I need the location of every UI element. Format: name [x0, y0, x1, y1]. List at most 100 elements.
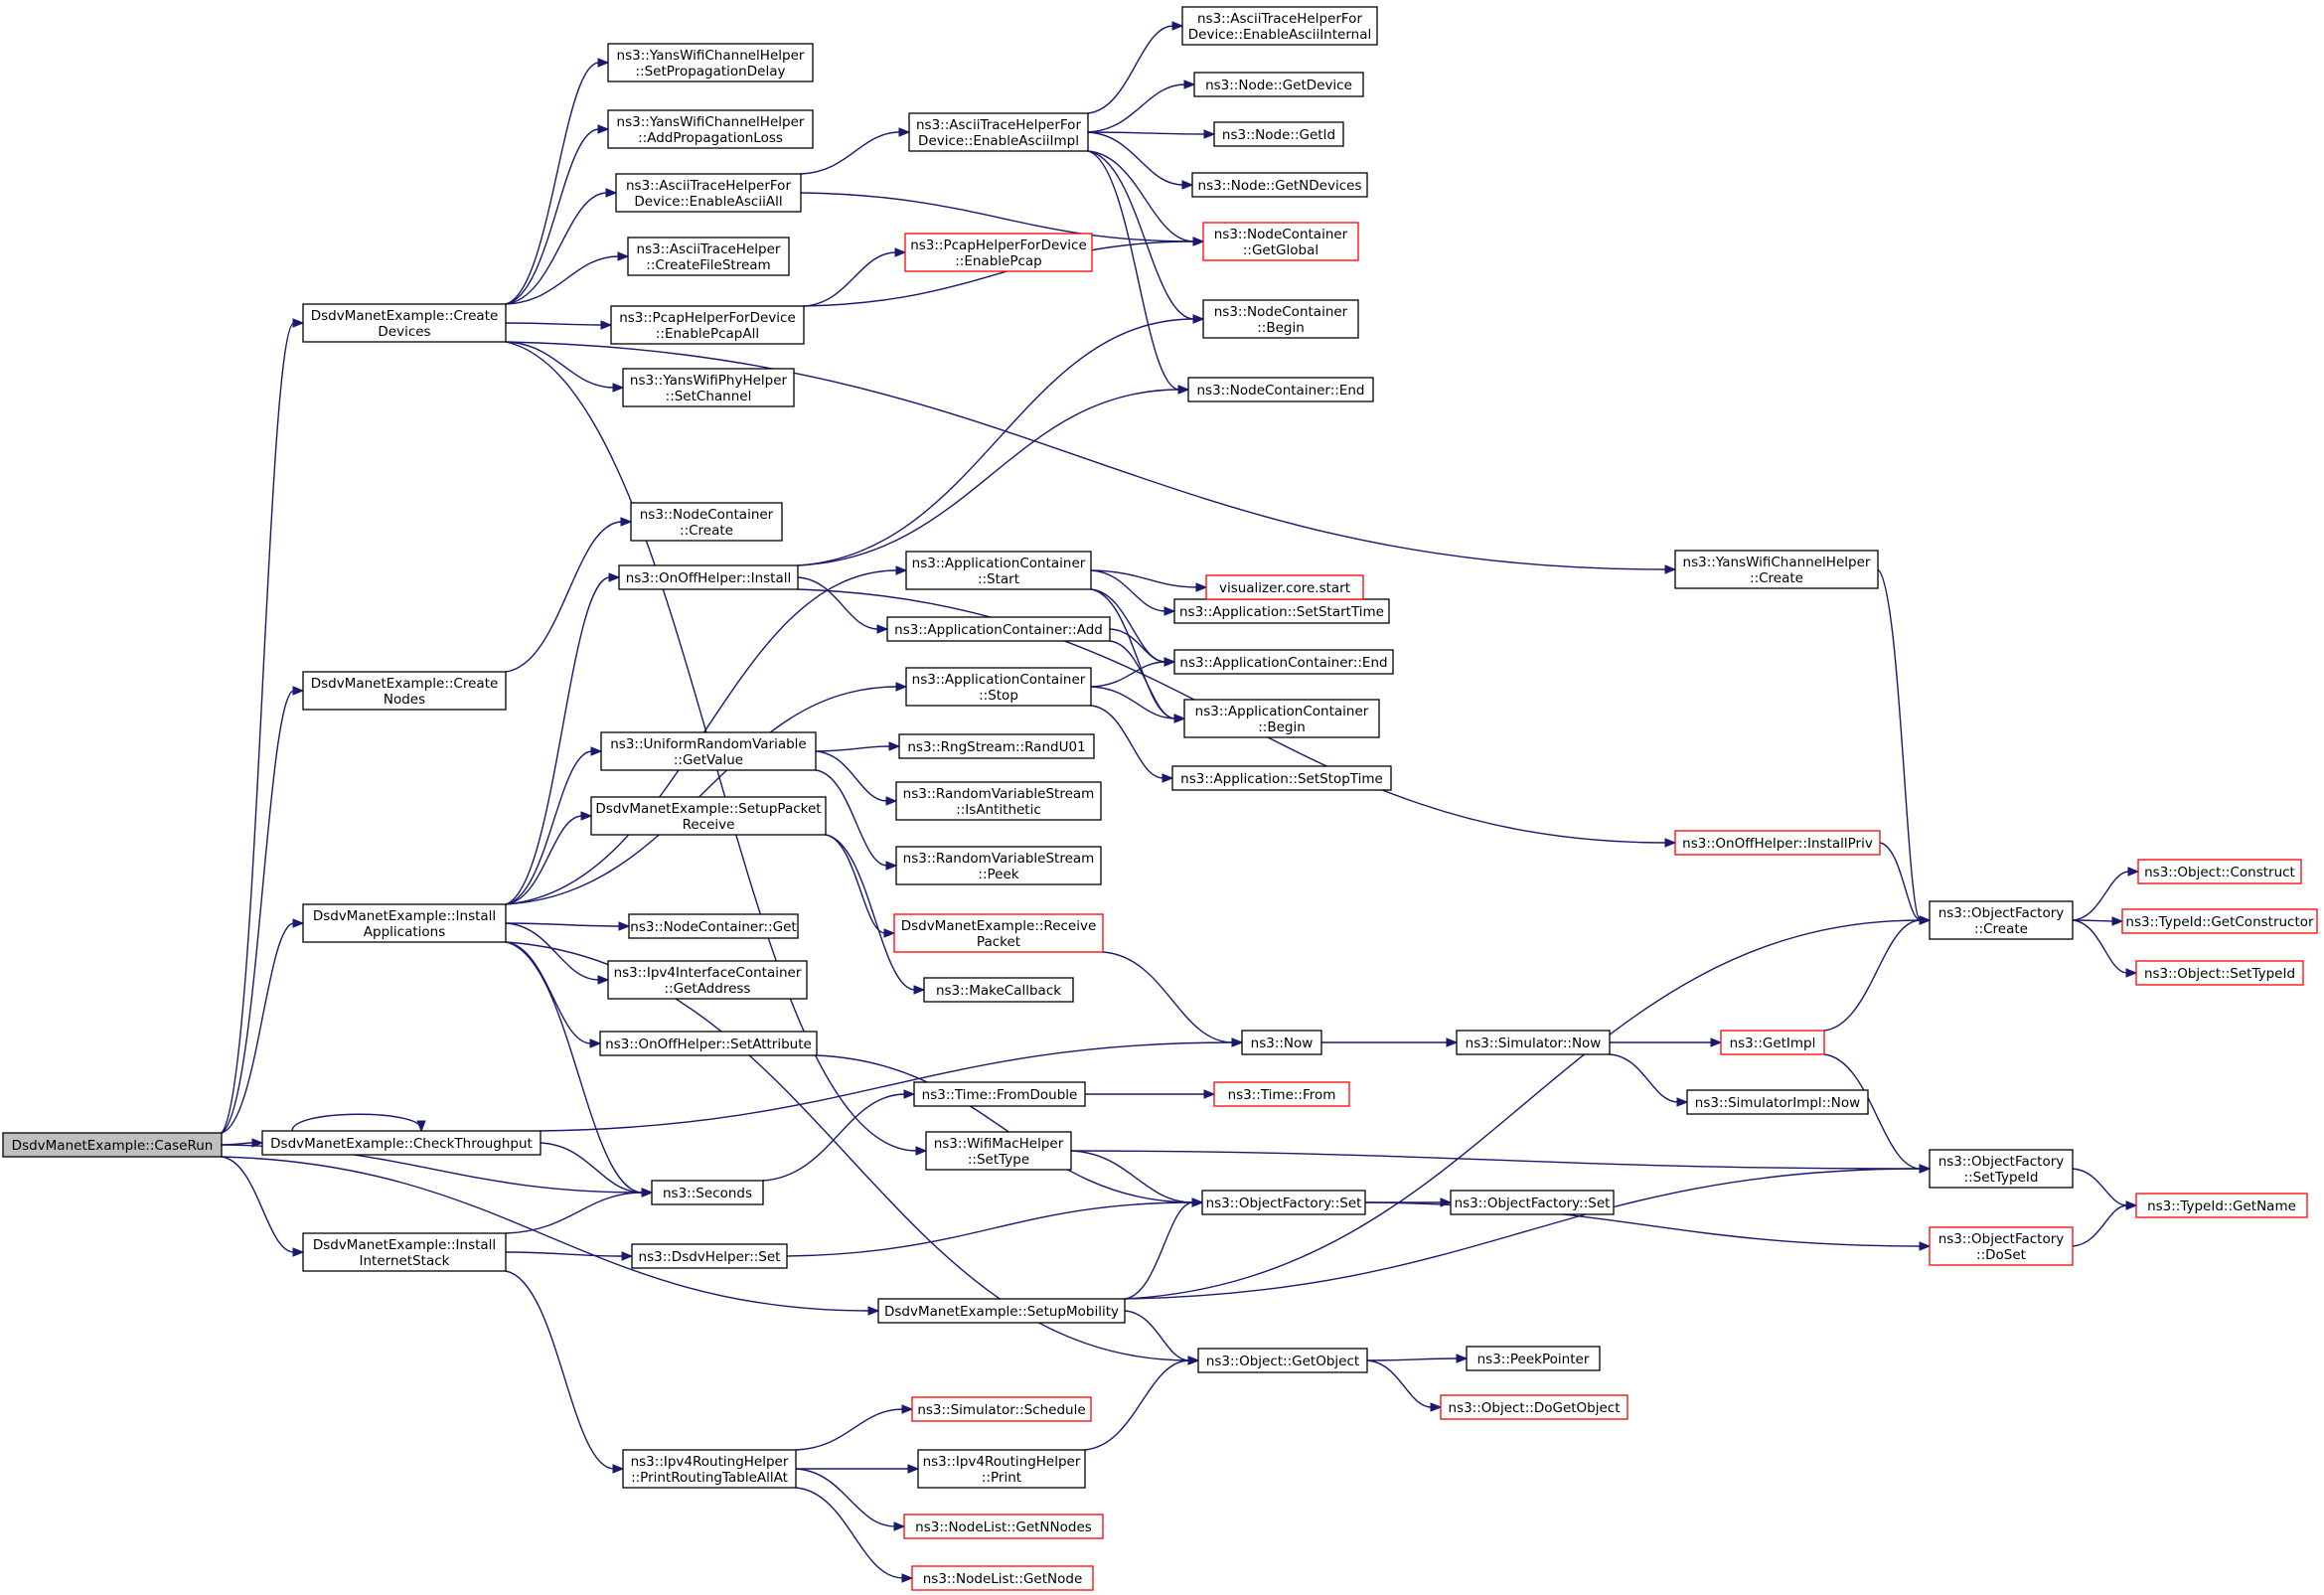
node-getimpl[interactable]: ns3::GetImpl: [1720, 1030, 1825, 1055]
node-dsdvset[interactable]: ns3::DsdvHelper::Set: [631, 1243, 788, 1269]
node-randu01[interactable]: ns3::RngStream::RandU01: [898, 733, 1095, 759]
node-ncget[interactable]: ns3::NodeContainer::Get: [628, 913, 799, 939]
node-timefrom[interactable]: ns3::Time::From: [1213, 1081, 1350, 1107]
node-simschedule[interactable]: ns3::Simulator::Schedule: [911, 1396, 1092, 1422]
node-label: ns3::Seconds: [663, 1186, 752, 1201]
node-ofsettypeid[interactable]: ns3::ObjectFactory::SetTypeId: [1929, 1149, 2074, 1189]
node-acend[interactable]: ns3::ApplicationContainer::End: [1173, 649, 1394, 675]
node-asciiimpl[interactable]: ns3::AsciiTraceHelperForDevice::EnableAs…: [908, 112, 1089, 152]
edge-line: [803, 251, 897, 307]
node-box: [590, 796, 827, 836]
node-ncbegin[interactable]: ns3::NodeContainer::Begin: [1202, 299, 1359, 339]
node-vizstart[interactable]: visualizer.core.start: [1205, 574, 1364, 600]
node-label: ns3::ApplicationContainer::Add: [894, 622, 1103, 638]
node-rvspeek[interactable]: ns3::RandomVariableStream::Peek: [895, 846, 1102, 885]
node-label: Device::EnableAsciiAll: [634, 194, 782, 210]
node-wifimacsettype[interactable]: ns3::WifiMacHelper::SetType: [925, 1131, 1072, 1171]
edge-installpriv-to-ofcreate: [1879, 842, 1932, 925]
node-label: ns3::NodeContainer::End: [1197, 383, 1365, 399]
edge-asciiimpl-to-nodegetndev: [1087, 131, 1194, 190]
edge-line: [505, 750, 593, 905]
node-objconstruct[interactable]: ns3::Object::Construct: [2137, 859, 2302, 884]
node-urvgetvalue[interactable]: ns3::UniformRandomVariable::GetValue: [600, 731, 817, 771]
node-checkthr[interactable]: DsdvManetExample::CheckThroughput: [261, 1130, 542, 1156]
node-createfilestream[interactable]: ns3::AsciiTraceHelper::CreateFileStream: [627, 237, 790, 276]
call-edges: [221, 21, 2140, 1583]
node-caserun[interactable]: DsdvManetExample::CaseRun: [2, 1132, 223, 1158]
node-appsetstart[interactable]: ns3::Application::SetStartTime: [1173, 598, 1390, 624]
node-objsettypeid[interactable]: ns3::Object::SetTypeId: [2135, 960, 2304, 986]
node-box: [1929, 1149, 2074, 1189]
node-printallat[interactable]: ns3::Ipv4RoutingHelper::PrintRoutingTabl…: [622, 1449, 797, 1489]
node-ipv4getaddr[interactable]: ns3::Ipv4InterfaceContainer::GetAddress: [607, 960, 808, 1000]
node-label: ::Create: [1750, 570, 1803, 586]
edge-arrowhead: [292, 318, 305, 328]
node-asciienableall[interactable]: ns3::AsciiTraceHelperForDevice::EnableAs…: [615, 173, 802, 213]
node-ncend[interactable]: ns3::NodeContainer::End: [1187, 377, 1374, 402]
node-getnode[interactable]: ns3::NodeList::GetNode: [911, 1565, 1094, 1591]
node-simnow[interactable]: ns3::Simulator::Now: [1456, 1030, 1611, 1055]
node-label: ns3::WifiMacHelper: [934, 1136, 1064, 1152]
edge-seconds-to-fromdouble: [762, 1089, 916, 1182]
node-setchannel[interactable]: ns3::YansWifiPhyHelper::SetChannel: [622, 368, 795, 407]
node-pcapenable[interactable]: ns3::PcapHelperForDevice::EnablePcap: [904, 233, 1093, 272]
node-seconds[interactable]: ns3::Seconds: [651, 1180, 764, 1205]
node-rvsanti[interactable]: ns3::RandomVariableStream::IsAntithetic: [895, 781, 1102, 821]
node-objdogetobject[interactable]: ns3::Object::DoGetObject: [1440, 1394, 1628, 1420]
node-onoffinstall[interactable]: ns3::OnOffHelper::Install: [618, 564, 799, 590]
node-appsetstop[interactable]: ns3::Application::SetStopTime: [1171, 765, 1392, 791]
edge-arrowhead: [416, 1120, 426, 1133]
node-onoffsetattr[interactable]: ns3::OnOffHelper::SetAttribute: [599, 1031, 818, 1056]
node-ncgetglobal[interactable]: ns3::NodeContainer::GetGlobal: [1202, 222, 1359, 261]
node-box: [610, 305, 805, 345]
node-nodegetdevice[interactable]: ns3::Node::GetDevice: [1193, 72, 1364, 97]
node-nccreate[interactable]: ns3::NodeContainer::Create: [630, 502, 783, 542]
edge-line: [815, 750, 888, 802]
node-asciiinternal[interactable]: ns3::AsciiTraceHelperForDevice::EnableAs…: [1181, 6, 1378, 46]
node-objgetobject[interactable]: ns3::Object::GetObject: [1197, 1348, 1368, 1373]
node-getnnodes[interactable]: ns3::NodeList::GetNNodes: [903, 1514, 1104, 1539]
node-setpropdelay[interactable]: ns3::YansWifiChannelHelper::SetPropagati…: [607, 43, 814, 82]
node-ipv4print[interactable]: ns3::Ipv4RoutingHelper::Print: [917, 1449, 1086, 1489]
edge-line: [505, 192, 608, 305]
edge-arrowhead: [1664, 838, 1677, 848]
node-peekpointer[interactable]: ns3::PeekPointer: [1466, 1346, 1601, 1371]
edge-arrowhead: [1163, 657, 1176, 667]
node-ofcreate[interactable]: ns3::ObjectFactory::Create: [1929, 900, 2074, 940]
edge-line: [221, 1156, 295, 1253]
node-ofset[interactable]: ns3::ObjectFactory::Set: [1201, 1190, 1366, 1215]
node-nodegetndev[interactable]: ns3::Node::GetNDevices: [1191, 172, 1368, 198]
node-ofdoset[interactable]: ns3::ObjectFactory::DoSet: [1929, 1226, 2074, 1266]
node-installpriv[interactable]: ns3::OnOffHelper::InstallPriv: [1674, 830, 1881, 856]
node-now[interactable]: ns3::Now: [1241, 1030, 1322, 1055]
node-label: DsdvManetExample::Install: [313, 1237, 496, 1253]
edge-arrowhead: [888, 741, 901, 751]
node-fromdouble[interactable]: ns3::Time::FromDouble: [913, 1081, 1086, 1107]
node-acstart[interactable]: ns3::ApplicationContainer::Start: [905, 551, 1092, 590]
node-typeidgetname[interactable]: ns3::TypeId::GetName: [2135, 1193, 2308, 1218]
edge-caserun-to-setupmobility: [221, 1156, 880, 1316]
node-ofset2[interactable]: ns3::ObjectFactory::Set: [1450, 1190, 1615, 1215]
node-acstop[interactable]: ns3::ApplicationContainer::Stop: [905, 667, 1092, 707]
node-label: DsdvManetExample::Create: [311, 676, 499, 692]
node-typeidgetctor[interactable]: ns3::TypeId::GetConstructor: [2121, 908, 2318, 934]
node-pcapenableall[interactable]: ns3::PcapHelperForDevice::EnablePcapAll: [610, 305, 805, 345]
node-setupmobility[interactable]: DsdvManetExample::SetupMobility: [877, 1298, 1126, 1324]
node-makecallback[interactable]: ns3::MakeCallback: [923, 977, 1074, 1003]
node-acbegin[interactable]: ns3::ApplicationContainer::Begin: [1183, 699, 1380, 738]
node-acadd[interactable]: ns3::ApplicationContainer::Add: [886, 616, 1111, 642]
node-yanscreate[interactable]: ns3::YansWifiChannelHelper::Create: [1674, 550, 1879, 589]
node-nodegetid[interactable]: ns3::Node::GetId: [1213, 121, 1344, 147]
edge-line: [1087, 150, 1180, 391]
edge-line: [1090, 588, 1176, 719]
edge-line: [1609, 1053, 1679, 1103]
node-addproploss[interactable]: ns3::YansWifiChannelHelper::AddPropagati…: [607, 109, 814, 149]
node-simimplnow[interactable]: ns3::SimulatorImpl::Now: [1686, 1089, 1869, 1115]
